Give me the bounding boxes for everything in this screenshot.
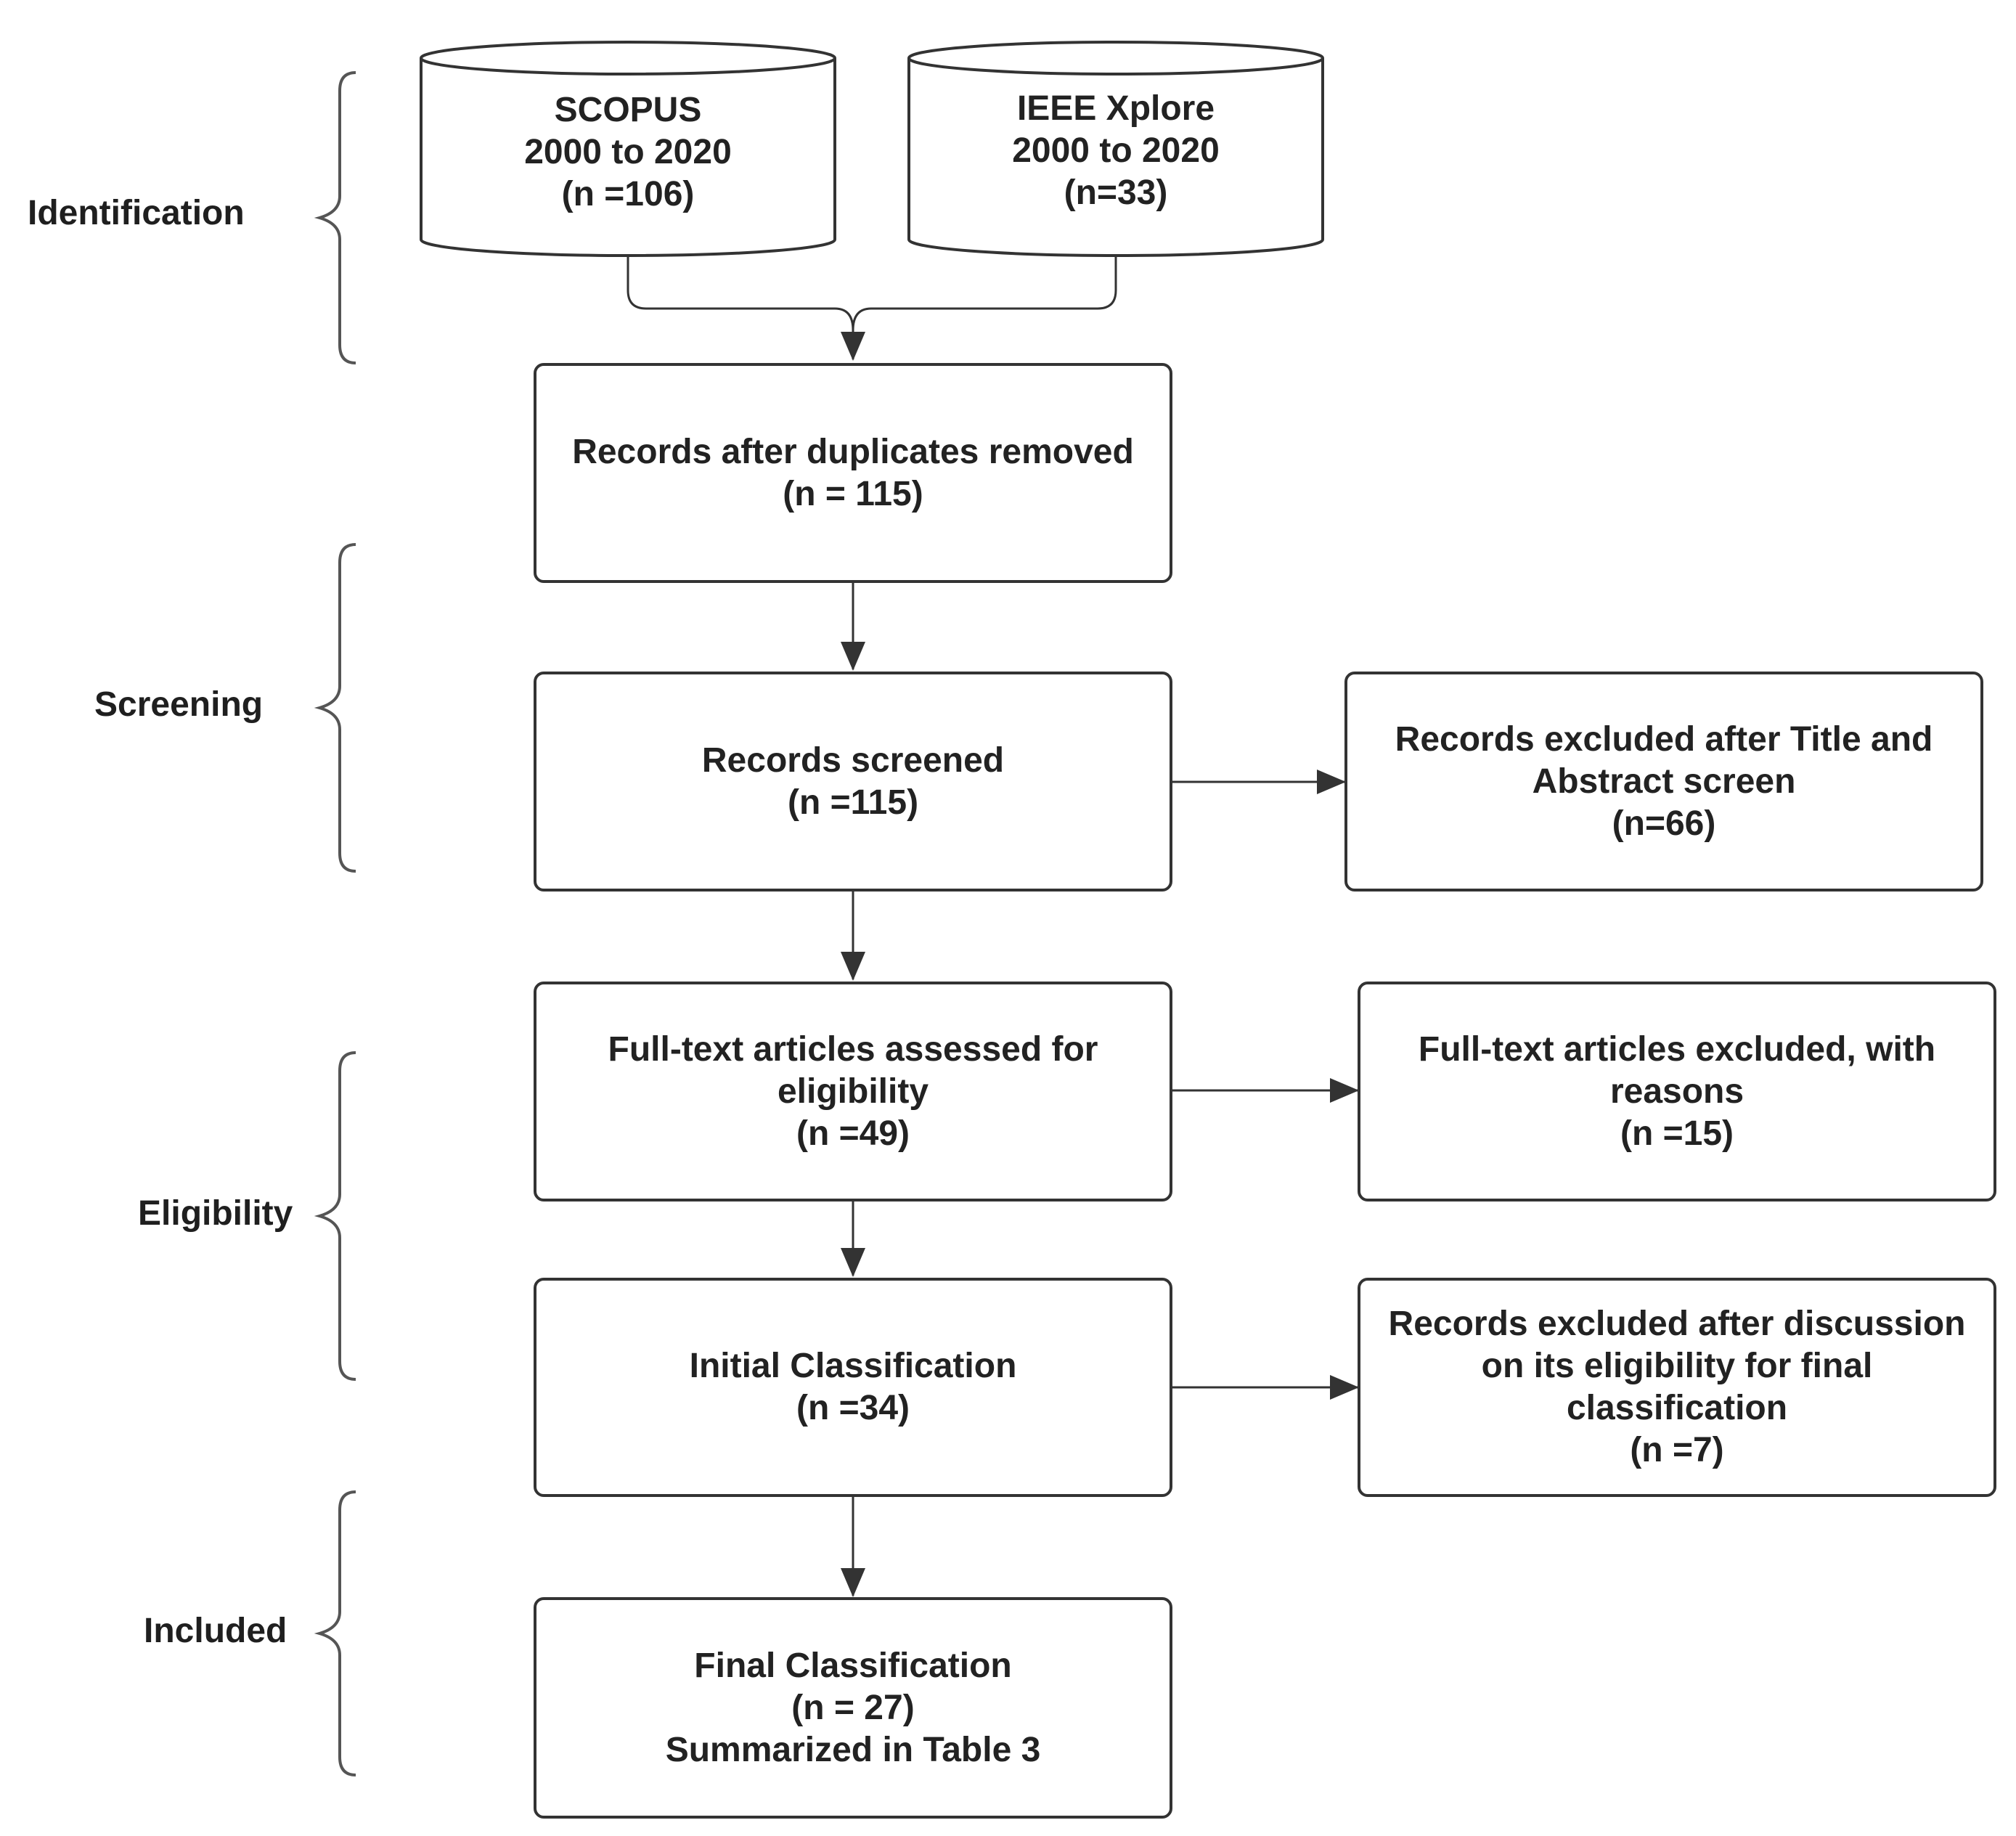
excluded-fulltext-label-2: reasons: [1609, 1072, 1744, 1111]
identification-bracket: [314, 71, 356, 364]
eligibility-bracket: [314, 1051, 356, 1381]
fulltext-assessed-box: Full-text articles assessed for eligibil…: [534, 982, 1172, 1201]
excluded-discussion-count: (n =7): [1630, 1431, 1724, 1469]
excluded-fulltext-count: (n =15): [1620, 1114, 1734, 1153]
excluded-title-abstract-box: Records excluded after Title and Abstrac…: [1344, 672, 1983, 892]
merge-connector-right: [852, 256, 1117, 331]
scopus-database-icon: [420, 41, 836, 257]
duplicates-removed-box: Records after duplicates removed (n = 11…: [534, 363, 1172, 583]
excluded-discussion-box: Records excluded after discussion on its…: [1358, 1278, 1996, 1497]
scopus-count: (n =106): [561, 175, 695, 213]
scopus-name: SCOPUS: [554, 91, 702, 129]
phase-identification: Identification: [28, 194, 245, 232]
records-screened-count: (n =115): [787, 783, 919, 822]
excluded-title-abstract-label-2: Abstract screen: [1532, 762, 1796, 801]
excluded-discussion-label-2: on its eligibility for final: [1481, 1347, 1873, 1385]
excluded-discussion-label-1: Records excluded after discussion: [1388, 1305, 1966, 1343]
scopus-years: 2000 to 2020: [524, 133, 732, 171]
final-classification-count: (n = 27): [791, 1688, 915, 1727]
records-screened-label: Records screened: [701, 740, 1005, 780]
records-screened-box: Records screened (n =115): [534, 672, 1172, 892]
duplicates-removed-count: (n = 115): [783, 474, 923, 513]
initial-classification-count: (n =34): [796, 1389, 910, 1427]
ieee-database-icon: [907, 41, 1324, 257]
included-bracket: [314, 1490, 356, 1776]
final-classification-box: Final Classification (n = 27) Summarized…: [534, 1597, 1172, 1819]
merge-connector: [627, 256, 865, 361]
scopus-source: SCOPUS 2000 to 2020 (n =106): [421, 80, 835, 225]
ieee-count: (n=33): [1064, 174, 1168, 212]
ieee-source: IEEE Xplore 2000 to 2020 (n=33): [909, 78, 1323, 224]
excluded-title-abstract-count: (n=66): [1612, 804, 1716, 843]
excluded-discussion-label-3: classification: [1566, 1389, 1788, 1427]
fulltext-assessed-label-2: eligibility: [777, 1072, 929, 1111]
duplicates-removed-label: Records after duplicates removed: [572, 432, 1134, 471]
ieee-years: 2000 to 2020: [1012, 131, 1220, 170]
phase-screening: Screening: [94, 685, 264, 724]
excluded-fulltext-box: Full-text articles excluded, with reason…: [1358, 982, 1996, 1201]
phase-included: Included: [144, 1612, 287, 1650]
initial-classification-box: Initial Classification (n =34): [534, 1278, 1172, 1497]
final-classification-note: Summarized in Table 3: [665, 1730, 1041, 1769]
phase-eligibility: Eligibility: [138, 1194, 293, 1233]
ieee-name: IEEE Xplore: [1016, 89, 1215, 128]
initial-classification-label: Initial Classification: [689, 1347, 1017, 1385]
screening-bracket: [314, 543, 356, 873]
fulltext-assessed-label-1: Full-text articles assessed for: [608, 1029, 1098, 1069]
excluded-fulltext-label-1: Full-text articles excluded, with: [1418, 1029, 1936, 1069]
fulltext-assessed-count: (n =49): [796, 1114, 910, 1153]
excluded-title-abstract-label-1: Records excluded after Title and: [1395, 719, 1933, 759]
final-classification-label: Final Classification: [694, 1646, 1012, 1685]
